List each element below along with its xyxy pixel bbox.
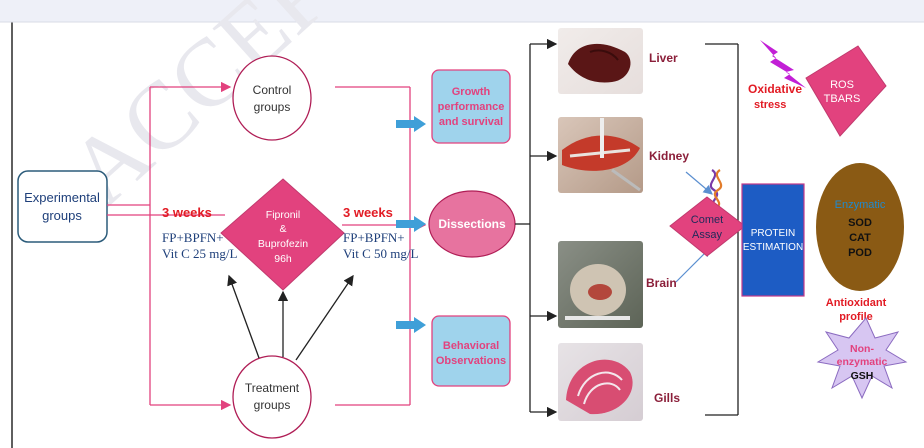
enzymatic-circle xyxy=(816,163,904,291)
behavioral-label-2: Observations xyxy=(436,355,506,367)
growth-label-2: performance xyxy=(438,101,505,113)
blue-block-arrows xyxy=(396,116,426,333)
control-groups-circle xyxy=(232,55,312,141)
gills-photo xyxy=(558,343,643,421)
non-enzymatic-star xyxy=(816,317,908,400)
fipronil-label-3: Buprofezin xyxy=(258,238,308,250)
oxidative-label-2: stress xyxy=(754,99,786,111)
brain-photo xyxy=(558,241,643,328)
fipronil-buprofezin-diamond xyxy=(220,178,345,291)
right-dose-2: Vit C 50 mg/L xyxy=(343,246,418,261)
enzymatic-title: Enzymatic xyxy=(835,199,886,211)
right-weeks: 3 weeks xyxy=(343,205,393,220)
nonenz-label-1: Non- xyxy=(850,343,874,355)
enzyme-sod: SOD xyxy=(848,217,872,229)
fipronil-label-4: 96h xyxy=(274,253,292,265)
organ-tree xyxy=(515,38,558,418)
comet-assay-diamond xyxy=(669,196,746,257)
dissections-label: Dissections xyxy=(438,217,506,231)
gsh-label: GSH xyxy=(851,370,874,382)
lightning-icon xyxy=(760,40,806,88)
left-weeks: 3 weeks xyxy=(162,205,212,220)
liver-label: Liver xyxy=(649,51,678,65)
antioxidant-label-1: Antioxidant xyxy=(826,297,887,309)
treatment-label-2: groups xyxy=(254,398,291,412)
kidney-photo xyxy=(558,117,643,193)
nonenz-label-2: enzymatic xyxy=(837,356,888,368)
brain-label: Brain xyxy=(646,276,677,290)
tbars-label: TBARS xyxy=(824,93,861,105)
left-dose-2: Vit C 25 mg/L xyxy=(162,246,237,261)
right-dose-1: FP+BPFN+ xyxy=(343,230,405,245)
enzyme-pod: POD xyxy=(848,247,872,259)
control-label-1: Control xyxy=(253,83,292,97)
behavioral-label-1: Behavioral xyxy=(443,340,499,352)
fipronil-label-2: & xyxy=(279,223,286,235)
control-label-2: groups xyxy=(254,100,291,114)
gills-label: Gills xyxy=(654,391,680,405)
kidney-label: Kidney xyxy=(649,149,689,163)
behavioral-observations-box xyxy=(431,315,511,387)
comet-label-1: Comet xyxy=(691,214,723,226)
enzyme-cat: CAT xyxy=(849,232,871,244)
growth-label-3: and survival xyxy=(439,116,503,128)
left-dose-1: FP+BPFN+ xyxy=(162,230,224,245)
ros-tbars-shape xyxy=(805,45,887,137)
ros-label: ROS xyxy=(830,79,854,91)
treatment-groups-circle xyxy=(232,355,312,439)
comet-label-2: Assay xyxy=(692,229,722,241)
experimental-label-1: Experimental xyxy=(24,190,100,205)
kidney-to-comet-arrow xyxy=(685,171,713,195)
top-band xyxy=(0,0,924,22)
protein-estimation-box xyxy=(741,183,805,297)
fipronil-label-1: Fipronil xyxy=(266,209,300,221)
protein-label-2: ESTIMATION xyxy=(743,242,803,253)
growth-label-1: Growth xyxy=(452,86,491,98)
protein-label-1: PROTEIN xyxy=(751,228,795,239)
experimental-label-2: groups xyxy=(42,208,82,223)
treatment-label-1: Treatment xyxy=(245,381,300,395)
experimental-groups-box xyxy=(17,170,108,243)
liver-photo xyxy=(558,28,643,94)
growth-performance-box xyxy=(431,69,511,144)
treatment-arrows xyxy=(227,274,354,361)
oxidative-label-1: Oxidative xyxy=(748,82,802,96)
